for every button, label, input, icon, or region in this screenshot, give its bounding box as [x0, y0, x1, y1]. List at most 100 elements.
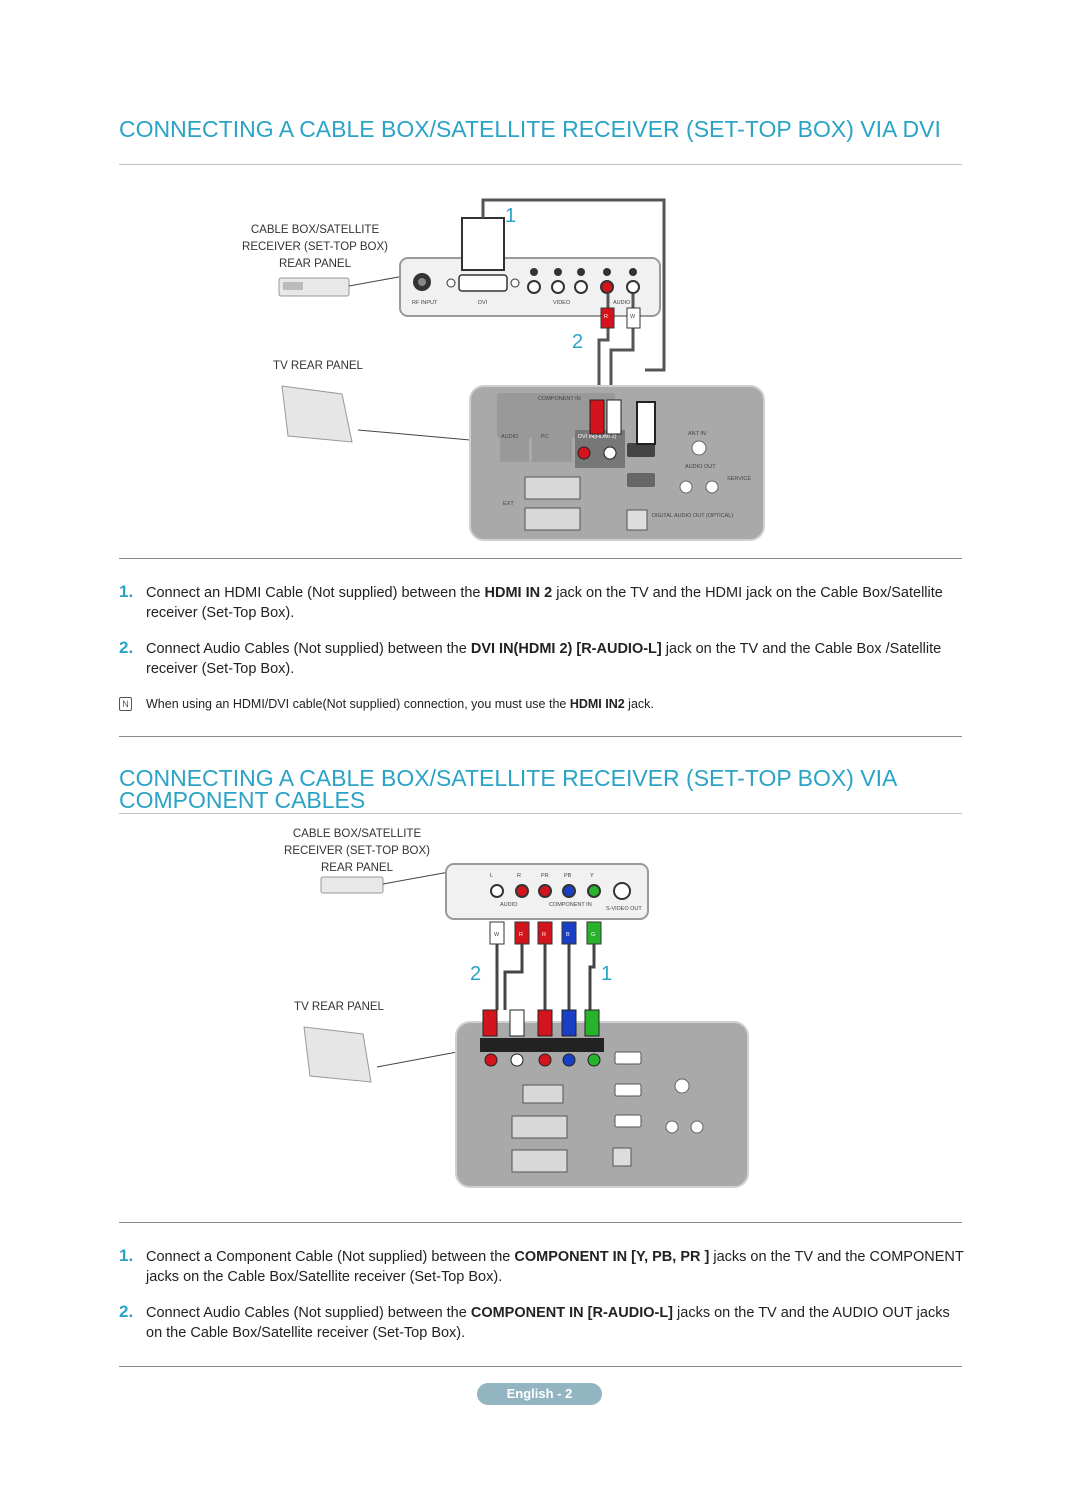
tv-rear-label: TV REAR PANEL — [294, 1001, 384, 1013]
tv-port-ext: EXT — [503, 501, 514, 507]
section1-title-underline — [119, 164, 962, 165]
section2-step-2: 2. Connect Audio Cables (Not supplied) be… — [119, 1302, 964, 1343]
step-number: 2. — [119, 638, 134, 657]
section2-steps: 1.Connect a Component Cable (Not supplie… — [119, 1246, 964, 1359]
tv-port-audio-out: AUDIO OUT — [685, 464, 716, 470]
step-text: Connect an HDMI Cable (Not supplied) bet… — [146, 585, 485, 601]
box-port-dvi: DVI — [478, 300, 488, 306]
tv-port-service: SERVICE — [727, 476, 751, 482]
footer-divider — [119, 1366, 962, 1367]
box-label-line1: CABLE BOX/SATELLITE — [251, 224, 380, 236]
tv-plug-white — [606, 399, 622, 435]
section2-title-underline — [119, 813, 962, 814]
box-plug-g: G — [591, 932, 595, 938]
tv-thumbnail — [281, 385, 353, 443]
callout-2: 2 — [470, 963, 481, 985]
callout-1: 1 — [601, 963, 612, 985]
box-jack-y: Y — [590, 873, 594, 879]
box-jack-pr: PR — [541, 873, 549, 879]
box-port-video: VIDEO — [553, 300, 571, 306]
step-text: Connect Audio Cables (Not supplied) betw… — [146, 1305, 471, 1321]
tv-hdmi2-jack — [627, 443, 655, 457]
s-video-jack — [613, 882, 631, 900]
box-port-audio: AUDIO — [613, 300, 631, 306]
box-port-svideo: S-VIDEO OUT — [606, 906, 642, 912]
page-number-badge: English - 2 — [477, 1383, 602, 1405]
box-port-rf: RF INPUT — [412, 300, 438, 306]
callout-1: 1 — [505, 205, 516, 227]
plug-white-box — [626, 307, 641, 329]
step-text: jacks on the TV and the COMPONENT jacks … — [146, 1249, 964, 1285]
box-label-line2: RECEIVER (SET-TOP BOX) — [242, 241, 388, 253]
step-number: 1. — [119, 1246, 134, 1265]
tv-port-component: COMPONENT IN — [538, 396, 581, 402]
box-plug-w: W — [494, 932, 500, 938]
box-jack-r: R — [517, 873, 521, 879]
step-text: jack on the TV and the Cable Box /Satell… — [146, 641, 942, 677]
note-text: jack. — [624, 697, 654, 711]
hdmi-cable-path — [481, 198, 666, 372]
tv-component-block — [497, 393, 615, 438]
step-text: Connect Audio Cables (Not supplied) betw… — [146, 641, 471, 657]
note-icon: N — [119, 697, 132, 711]
step-bold: COMPONENT IN [R-AUDIO-L] — [470, 1305, 674, 1321]
tv-leader-line — [376, 1051, 458, 1068]
tv-port-optical: DIGITAL AUDIO OUT (OPTICAL) — [652, 513, 733, 519]
section1-step-2: 2. Connect Audio Cables (Not supplied) be… — [119, 638, 964, 679]
cable-red-audio — [503, 944, 524, 1010]
cable-green — [588, 944, 596, 1010]
tv-port-pc: PC — [541, 434, 549, 440]
step-number: 1. — [119, 582, 134, 601]
tv-component-strip — [480, 1038, 604, 1052]
box-label-line3: REAR PANEL — [279, 258, 352, 270]
step-text: jack on the TV and the HDMI jack on the … — [146, 585, 943, 621]
dvi-plug — [461, 217, 505, 271]
tv-rear-panel — [455, 1021, 749, 1188]
section2-step-1: 1.Connect a Component Cable (Not supplie… — [119, 1246, 964, 1287]
set-top-box-thumbnail — [320, 876, 384, 894]
section1-step-1: 1. Connect an HDMI Cable (Not supplied) b… — [119, 582, 964, 623]
section-divider — [119, 736, 962, 737]
box-leader-line — [382, 871, 450, 885]
box-plug-r: R — [604, 314, 608, 320]
box-jack-pb: PB — [564, 873, 572, 879]
dvi-jack — [458, 274, 508, 292]
tv-port-audio: AUDIO — [501, 434, 519, 440]
box-plug-r2: R — [542, 932, 546, 938]
section1-note: N When using an HDMI/DVI cable(Not suppli… — [119, 695, 964, 713]
step-bold: COMPONENT IN [Y, PB, PR ] — [514, 1249, 710, 1265]
section1-divider — [119, 558, 962, 559]
step-bold: HDMI IN 2 — [484, 585, 553, 601]
box-plug-r1: R — [519, 932, 523, 938]
section1-title: CONNECTING A CABLE BOX/SATELLITE RECEIVE… — [119, 116, 941, 142]
note-text: When using an HDMI/DVI cable(Not supplie… — [146, 697, 570, 711]
callout-2: 2 — [572, 331, 583, 353]
component-connection-diagram: CABLE BOX/SATELLITE RECEIVER (SET-TOP BO… — [284, 828, 749, 1188]
step-bold: DVI IN(HDMI 2) [R-AUDIO-L] — [470, 641, 662, 657]
box-port-component: COMPONENT IN — [549, 902, 592, 908]
tv-leader-line — [357, 429, 471, 441]
tv-thumbnail — [303, 1026, 372, 1083]
note-bold: HDMI IN2 — [569, 697, 625, 711]
step-number: 2. — [119, 1302, 134, 1321]
tv-scart-1 — [524, 507, 581, 531]
tv-pc-block — [532, 432, 572, 462]
box-plug-w: W — [630, 314, 636, 320]
step-text: jacks on the TV and the AUDIO OUT jacks … — [146, 1305, 950, 1341]
tv-plug-hdmi — [636, 401, 656, 445]
tv-hdmi1-jack — [627, 473, 655, 487]
section1-steps: 1. Connect an HDMI Cable (Not supplied) b… — [119, 582, 964, 713]
section2-title: CONNECTING A CABLE BOX/SATELLITE RECEIVE… — [119, 765, 897, 813]
box-jack-l: L — [490, 873, 493, 879]
box-leader-line — [348, 275, 405, 287]
tv-optical-jack — [626, 509, 648, 531]
tv-port-antin: ANT IN — [688, 431, 706, 437]
dvi-connection-diagram: CABLE BOX/SATELLITE RECEIVER (SET-TOP BO… — [242, 198, 765, 541]
box-label-line2: RECEIVER (SET-TOP BOX) — [284, 845, 430, 857]
tv-port-dvi-hdmi2: DVI IN(HDMI 2) — [578, 434, 617, 440]
plug-red-box — [600, 307, 615, 329]
tv-audio-block — [500, 430, 529, 462]
tv-rear-label: TV REAR PANEL — [273, 360, 363, 372]
set-top-box-thumbnail-detail — [283, 282, 303, 290]
tv-scart-2 — [524, 476, 581, 500]
